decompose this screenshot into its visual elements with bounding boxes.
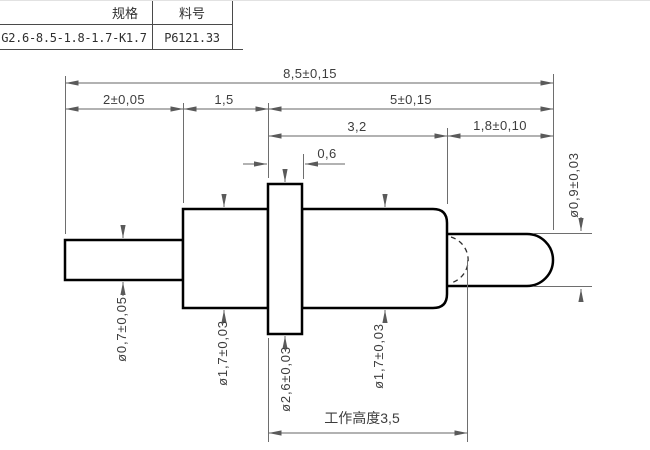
table-header-partno: 料号	[179, 6, 205, 21]
dim-dia-tip: ø0,9±0,03	[566, 152, 581, 218]
dim-tail-length: 2±0,05	[103, 92, 145, 107]
dim-tip-length: 1,8±0,10	[473, 118, 527, 133]
plunger-tip-shape	[447, 232, 555, 288]
dimension-lines	[65, 80, 554, 436]
diameter-leaders	[120, 169, 584, 349]
flange-shape	[266, 182, 304, 336]
hidden-arc	[450, 236, 469, 284]
dim-flange-thk: 0,6	[317, 146, 336, 161]
dim-working-height: 工作高度3,5	[324, 410, 400, 426]
dim-mid-length: 1,5	[214, 92, 233, 107]
dim-barrel-length: 3,2	[347, 119, 366, 134]
table-header-spec: 规格	[112, 6, 138, 21]
extension-lines	[65, 74, 592, 442]
title-block: 规格 料号 G2.6-8.5-1.8-1.7-K1.7 P6121.33	[0, 1, 243, 50]
barrel-right-shape	[300, 207, 449, 310]
dim-dia-tail: ø0,7±0,05	[114, 296, 129, 362]
tail-shaft-shape	[63, 238, 185, 282]
dim-dia-flange: ø2,6±0,03	[278, 346, 293, 412]
dimension-labels: 8,5±0,15 2±0,05 1,5 5±0,15 3,2 1,8±0,10 …	[103, 66, 581, 426]
dim-overall: 8,5±0,15	[283, 66, 337, 81]
dim-dia-barrel-right: ø1,7±0,03	[371, 323, 386, 389]
part-view	[63, 182, 555, 336]
table-value-partno: P6121.33	[164, 31, 219, 45]
table-value-spec: G2.6-8.5-1.8-1.7-K1.7	[1, 31, 146, 45]
dim-dia-barrel-left: ø1,7±0,03	[215, 320, 230, 386]
dim-front-length: 5±0,15	[390, 92, 432, 107]
barrel-left-shape	[181, 207, 270, 310]
